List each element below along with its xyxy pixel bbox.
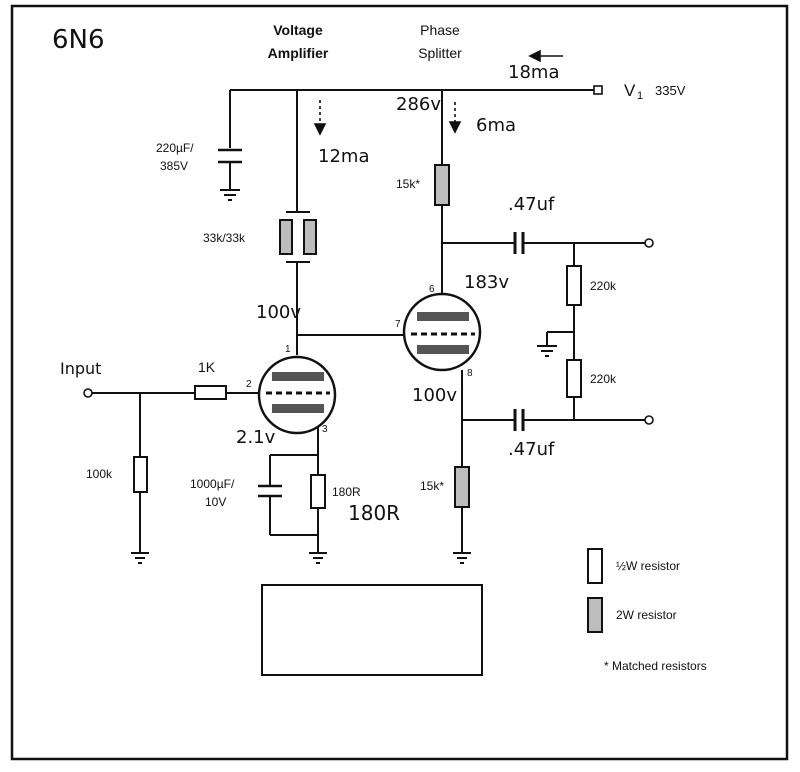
c-supply-line1: 220µF/	[156, 141, 194, 155]
pin-3: 3	[322, 424, 328, 435]
blank-panel	[261, 584, 483, 676]
pin-8: 8	[467, 368, 473, 379]
resistor-220k-bottom	[566, 359, 582, 398]
cap-bottom-value: .47uf	[508, 439, 555, 460]
resistor-15k-cathode	[454, 466, 470, 508]
current-amp: 12ma	[318, 146, 369, 167]
r-input-leak-label: 100k	[86, 467, 113, 481]
resistors-2w	[279, 164, 470, 508]
r-grid-stop-label: 1K	[198, 359, 216, 375]
output-terminal-top	[644, 238, 654, 248]
supply-voltage: 335V	[655, 83, 686, 98]
section-phase-splitter-line1: Phase	[420, 22, 460, 38]
border	[10, 4, 789, 761]
input-terminal	[83, 388, 93, 398]
voltage-cathode-3: 2.1v	[236, 427, 276, 448]
wires	[92, 89, 645, 553]
ground-icon	[220, 189, 240, 201]
c-cathode-line2: 10V	[205, 495, 226, 509]
ground-icon	[131, 552, 149, 564]
r-anode-split-label: 15k*	[396, 177, 420, 191]
pin-1: 1	[285, 344, 291, 355]
current-splitter: 6ma	[476, 115, 516, 136]
cap-top-value: .47uf	[508, 194, 555, 215]
terminals	[83, 85, 654, 425]
tube-voltage-amplifier	[257, 355, 337, 435]
current-total: 18ma	[508, 62, 559, 83]
page-title: 6N6	[52, 25, 105, 55]
legend-2w-label: 2W resistor	[616, 608, 677, 622]
arrow-down-icon	[313, 100, 327, 136]
arrow-left-icon	[528, 49, 563, 63]
resistor-220k-top	[566, 265, 582, 306]
pin-6: 6	[429, 284, 435, 295]
output-terminal-bottom	[644, 415, 654, 425]
legend-swatch-halfwatt	[587, 548, 603, 584]
resistor-100k	[133, 456, 148, 493]
ground-icon	[309, 552, 327, 564]
r-cathode-amp-label: 180R	[332, 485, 361, 499]
r-cathode-split-label: 15k*	[420, 479, 444, 493]
resistor-15k-anode	[434, 164, 450, 206]
voltage-cathode-8: 100v	[412, 385, 457, 406]
r-bias-bottom-label: 220k	[590, 372, 617, 386]
cathode-resistor-annotation: 180R	[348, 501, 400, 525]
coupling-capacitors	[513, 232, 525, 431]
ground-icon	[537, 345, 557, 357]
voltage-splitter-anode: 286v	[396, 94, 441, 115]
voltage-amp-anode: 100v	[256, 302, 301, 323]
supply-symbol: V	[624, 81, 636, 100]
r-load-amp-label: 33k/33k	[203, 231, 246, 245]
r-bias-top-label: 220k	[590, 279, 617, 293]
grounds	[131, 189, 557, 564]
resistor-180r	[310, 474, 326, 509]
c-supply-line2: 385V	[160, 159, 188, 173]
arrow-down-icon	[448, 102, 462, 134]
ground-icon	[453, 552, 471, 564]
section-voltage-amplifier-line2: Amplifier	[268, 45, 329, 61]
supply-capacitor	[218, 148, 242, 170]
supply-label: V 1 335V	[624, 81, 686, 102]
resistor-1k	[194, 385, 227, 400]
resistor-33k-a	[279, 219, 293, 255]
section-phase-splitter-line2: Splitter	[418, 45, 462, 61]
input-label: Input	[60, 359, 101, 378]
legend-matched-label: * Matched resistors	[604, 659, 707, 673]
section-voltage-amplifier-line1: Voltage	[273, 22, 323, 38]
pin-2: 2	[246, 379, 252, 390]
legend-halfwatt-label: ½W resistor	[616, 559, 680, 573]
pin-7: 7	[395, 319, 401, 330]
c-cathode-line1: 1000µF/	[190, 477, 235, 491]
supply-subscript: 1	[637, 90, 643, 102]
legend-swatch-2w	[587, 597, 603, 633]
resistor-33k-b	[303, 219, 317, 255]
voltage-grid-7: 183v	[464, 272, 509, 293]
resistors-halfwatt	[133, 265, 582, 509]
cathode-capacitor	[258, 484, 282, 498]
tube-phase-splitter	[402, 292, 482, 372]
supply-terminal	[593, 85, 603, 95]
current-arrows	[313, 49, 563, 136]
